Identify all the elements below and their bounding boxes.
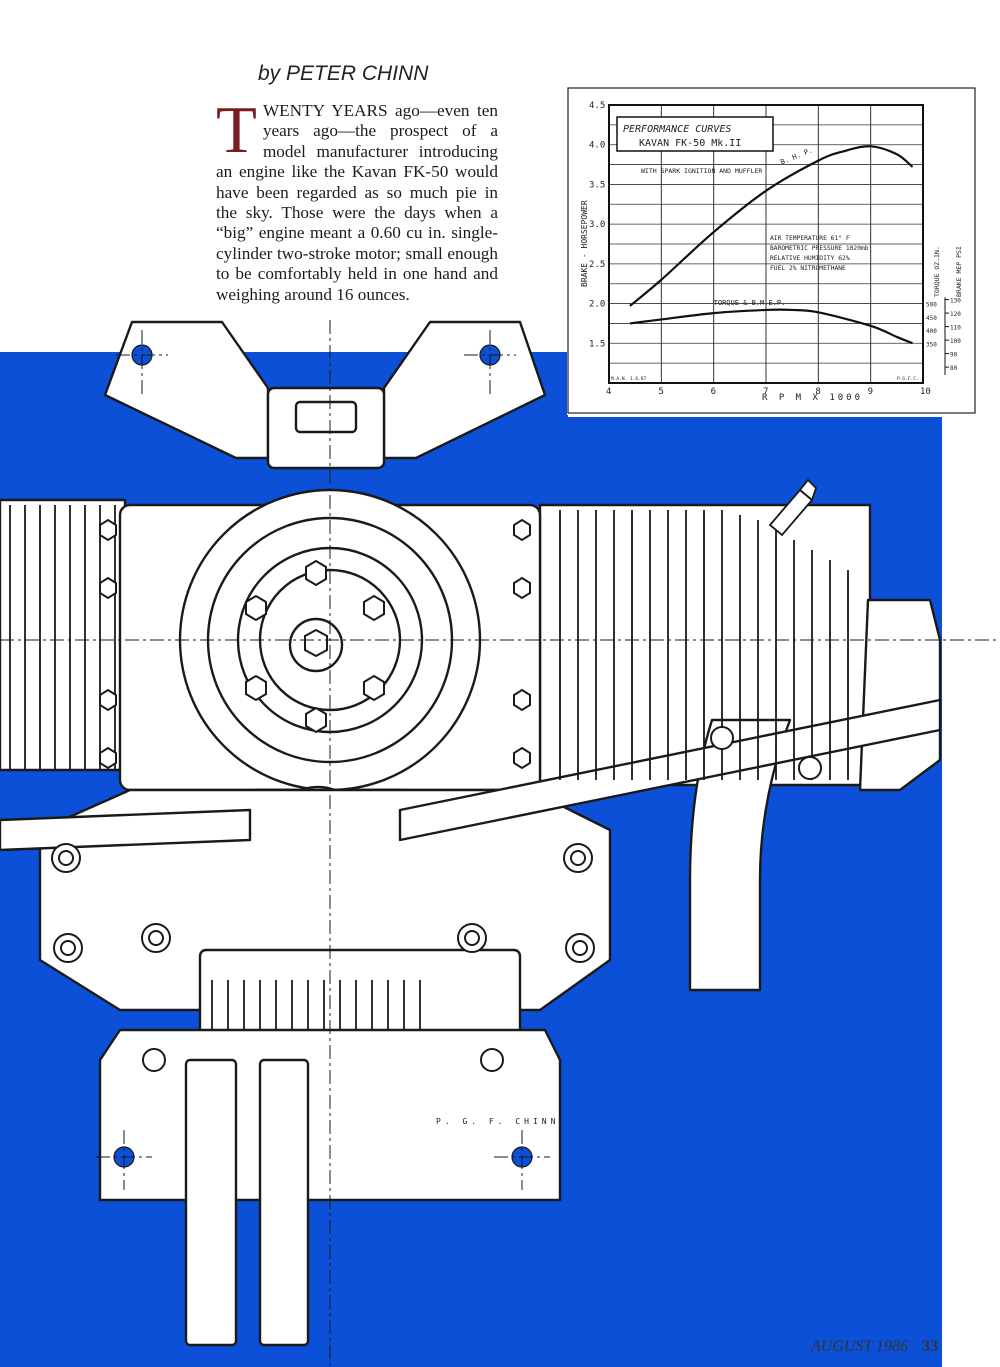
page-footer: AUGUST 1986 33 bbox=[811, 1338, 938, 1356]
issue-date: AUGUST 1986 bbox=[810, 1338, 908, 1355]
y-tick-label: 2.0 bbox=[589, 300, 605, 310]
bmep-tick-label: 110 bbox=[950, 325, 961, 332]
torque-series-label: TORQUE & B.M.E.P. bbox=[714, 299, 786, 307]
artist-signature: P. G. F. CHINN bbox=[436, 1117, 560, 1126]
x-tick-label: 8 bbox=[815, 387, 820, 397]
chart-small-text-left: M.A.N. 1.6.87 bbox=[611, 376, 647, 382]
performance-chart: 4 5 6 7 8 9 10 1.5 2.0 2.5 3.0 3.5 4.0 4.5 350 400 450 50… bbox=[567, 87, 977, 415]
ignition-module bbox=[858, 598, 942, 792]
right-mount-arm bbox=[382, 320, 547, 460]
left-mount-arm bbox=[103, 320, 270, 460]
bmep-tick-label: 80 bbox=[950, 365, 958, 372]
x-tick-label: 7 bbox=[763, 387, 768, 397]
page-number: 33 bbox=[922, 1338, 938, 1355]
y-tick-label: 3.0 bbox=[589, 220, 605, 230]
chart-ticks: 4 5 6 7 8 9 10 1.5 2.0 2.5 3.0 3.5 4.0 4.5 350 400 450 50… bbox=[589, 101, 961, 397]
sump bbox=[198, 948, 522, 1042]
y-tick-label: 2.5 bbox=[589, 260, 605, 270]
x-tick-label: 10 bbox=[920, 387, 931, 397]
y-tick-label: 4.5 bbox=[589, 101, 605, 111]
torque-tick-label: 400 bbox=[926, 328, 937, 335]
x-tick-label: 5 bbox=[658, 387, 663, 397]
x-axis-label: R P M X 1000 bbox=[762, 393, 863, 403]
torque-tick-label: 450 bbox=[926, 315, 937, 322]
y-tick-label: 4.0 bbox=[589, 141, 605, 151]
drop-cap: T bbox=[216, 93, 257, 167]
bmep-tick-label: 100 bbox=[950, 338, 961, 345]
x-tick-label: 9 bbox=[868, 387, 873, 397]
bmep-tick-label: 90 bbox=[950, 352, 958, 359]
y-axis-label: BRAKE - HORSEPOWER bbox=[580, 200, 589, 287]
bmep-tick-label: 120 bbox=[950, 311, 961, 318]
chart-subtitle: KAVAN FK-50 Mk.II bbox=[639, 138, 741, 149]
performance-chart-svg: 4 5 6 7 8 9 10 1.5 2.0 2.5 3.0 3.5 4.0 4.5 350 400 450 50… bbox=[567, 87, 976, 414]
torque-tick-label: 350 bbox=[926, 341, 937, 348]
y-tick-label: 1.5 bbox=[589, 339, 605, 349]
torque-axis-label: TORQUE OZ.IN. bbox=[933, 246, 941, 297]
x-tick-label: 4 bbox=[606, 387, 611, 397]
left-cylinder bbox=[0, 498, 127, 772]
chart-note: WITH SPARK IGNITION AND MUFFLER bbox=[641, 167, 762, 175]
bmep-tick-label: 130 bbox=[950, 298, 961, 305]
x-tick-label: 6 bbox=[711, 387, 716, 397]
torque-tick-label: 500 bbox=[926, 302, 937, 309]
condition-1: AIR TEMPERATURE 61° F bbox=[770, 234, 850, 242]
bmep-axis-label: BRAKE MEP PSI bbox=[955, 246, 963, 297]
chart-small-text-right: P.G.F.C. bbox=[897, 376, 919, 382]
intro-text: WENTY YEARS ago—even ten years ago—the p… bbox=[216, 101, 498, 304]
torque-curve bbox=[629, 308, 913, 345]
y-tick-label: 3.5 bbox=[589, 180, 605, 190]
byline: by PETER CHINN bbox=[258, 62, 429, 85]
condition-4: FUEL 2% NITROMETHANE bbox=[770, 265, 846, 272]
bhp-curve bbox=[629, 145, 914, 307]
condition-2: BAROMETRIC PRESSURE 1020mb bbox=[770, 245, 869, 252]
chart-title: PERFORMANCE CURVES bbox=[623, 124, 731, 135]
chart-series bbox=[629, 145, 914, 345]
condition-3: RELATIVE HUMIDITY 62% bbox=[770, 255, 850, 262]
